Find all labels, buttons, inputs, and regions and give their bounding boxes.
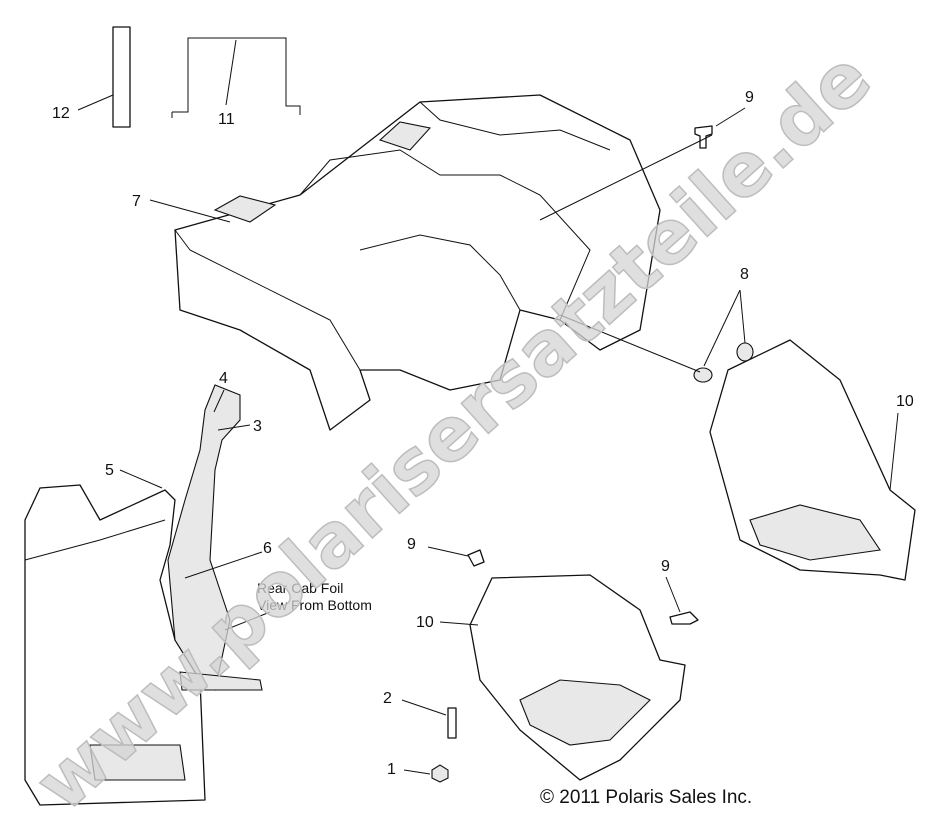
callout-6: 6 <box>263 540 272 557</box>
note-line-1: Rear Cab Foil <box>257 580 343 596</box>
part-12-strip <box>112 26 131 128</box>
part-7-rear-fender <box>174 94 661 431</box>
callout-9-mid: 9 <box>407 536 416 553</box>
part-1-nut <box>431 764 449 783</box>
callout-2: 2 <box>383 690 392 707</box>
callout-4: 4 <box>219 370 228 387</box>
part-9-clip-mid <box>467 549 485 567</box>
note-line-2: View From Bottom <box>257 597 372 613</box>
callout-7: 7 <box>132 193 141 210</box>
part-10-footwell-lower <box>469 574 686 781</box>
callout-3: 3 <box>253 418 262 435</box>
callout-11: 11 <box>218 111 235 128</box>
part-8-washer <box>693 367 713 383</box>
part-8-nut <box>736 342 754 362</box>
part-2-screw <box>447 707 457 739</box>
callout-1: 1 <box>387 761 396 778</box>
rear-cab-assembly <box>24 384 263 806</box>
callout-5: 5 <box>105 462 114 479</box>
part-9-clip-top <box>694 125 713 149</box>
callout-10-lower: 10 <box>416 614 434 631</box>
part-9-clip-right <box>669 611 699 625</box>
part-11-bracket <box>171 37 301 118</box>
callout-8: 8 <box>740 266 749 283</box>
part-10-footwell-right <box>709 339 916 581</box>
copyright: © 2011 Polaris Sales Inc. <box>540 787 752 808</box>
callout-12: 12 <box>52 105 70 122</box>
leader-lines <box>77 39 899 775</box>
callout-9-top: 9 <box>745 89 754 106</box>
callout-10-right: 10 <box>896 393 914 410</box>
callout-9-right: 9 <box>661 558 670 575</box>
